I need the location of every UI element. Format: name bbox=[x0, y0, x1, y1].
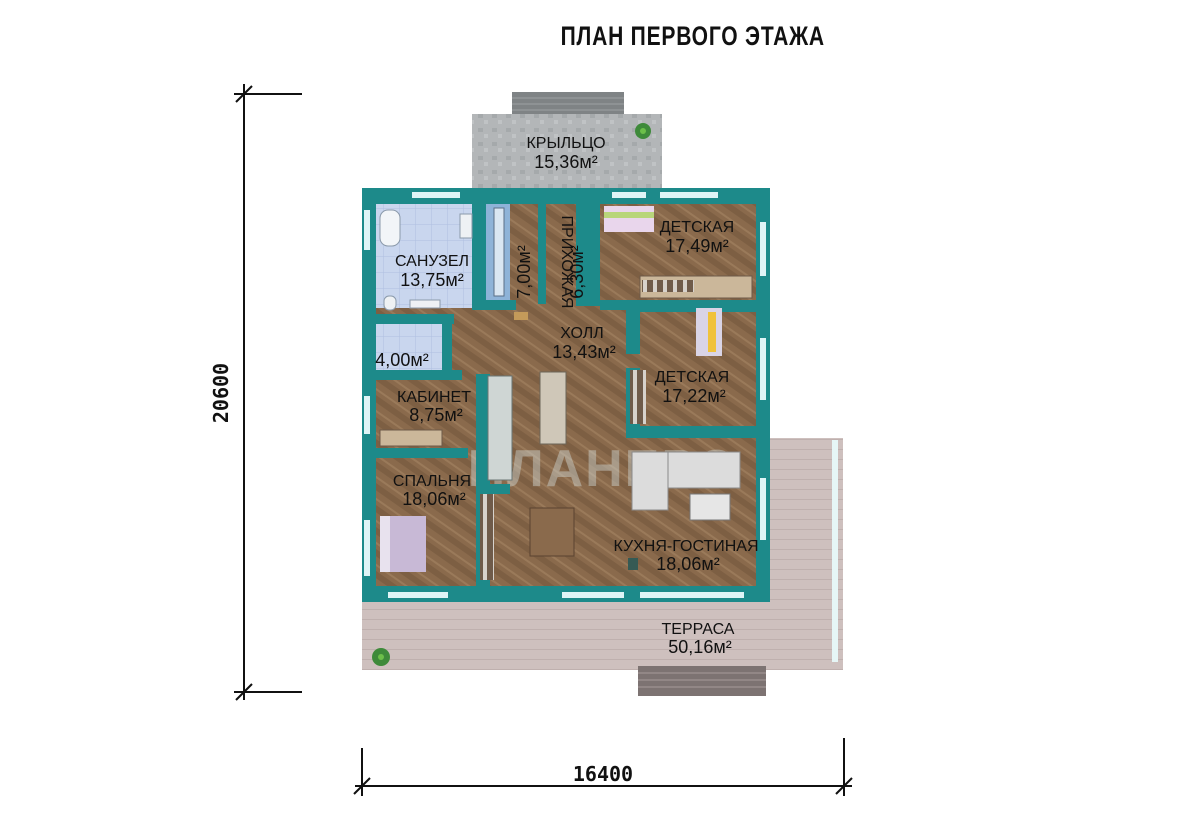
room-area-office: 8,75м² bbox=[409, 405, 462, 425]
wc-floor bbox=[376, 324, 442, 374]
room-area-kids2: 17,22м² bbox=[662, 386, 725, 406]
room-area-kids1: 17,49м² bbox=[665, 236, 728, 256]
room-area-terrace: 50,16м² bbox=[668, 637, 731, 657]
room-area-wc: 4,00м² bbox=[375, 350, 428, 370]
height-dimension: 20600 bbox=[209, 84, 302, 701]
porch bbox=[472, 92, 662, 192]
room-area-bedroom: 18,06м² bbox=[402, 489, 465, 509]
room-name-kids1: ДЕТСКАЯ bbox=[660, 219, 734, 236]
width-dimension-label: 16400 bbox=[573, 762, 633, 786]
furniture bbox=[379, 206, 753, 580]
terrace bbox=[362, 438, 843, 696]
room-name-terrace: ТЕРРАСА bbox=[662, 621, 735, 638]
width-dimension: 16400 bbox=[353, 738, 853, 796]
room-name-porch: КРЫЛЬЦО bbox=[526, 135, 605, 152]
room-name-bedroom: СПАЛЬНЯ bbox=[393, 473, 471, 490]
room-area-closet: 7,00м² bbox=[514, 245, 534, 298]
room-area-hallway: 6,30м² bbox=[567, 245, 587, 298]
windows bbox=[364, 192, 766, 598]
height-dimension-label: 20600 bbox=[209, 363, 233, 423]
room-name-kids2: ДЕТСКАЯ bbox=[655, 369, 729, 386]
room-name-kitchen: КУХНЯ-ГОСТИНАЯ bbox=[613, 538, 758, 555]
room-name-hallway: ПРИХОЖАЯ bbox=[558, 216, 575, 309]
room-name-office: КАБИНЕТ bbox=[397, 389, 471, 406]
room-area-kitchen: 18,06м² bbox=[656, 554, 719, 574]
room-name-hall: ХОЛЛ bbox=[560, 325, 603, 342]
room-labels: КРЫЛЬЦО 15,36м² САНУЗЕЛ 13,75м² 7,00м² П… bbox=[375, 135, 758, 657]
page-title: ПЛАН ПЕРВОГО ЭТАЖА bbox=[561, 22, 825, 52]
room-area-porch: 15,36м² bbox=[534, 152, 597, 172]
room-name-bathroom: САНУЗЕЛ bbox=[395, 253, 469, 270]
room-area-hall: 13,43м² bbox=[552, 342, 615, 362]
room-area-bathroom: 13,75м² bbox=[400, 270, 463, 290]
